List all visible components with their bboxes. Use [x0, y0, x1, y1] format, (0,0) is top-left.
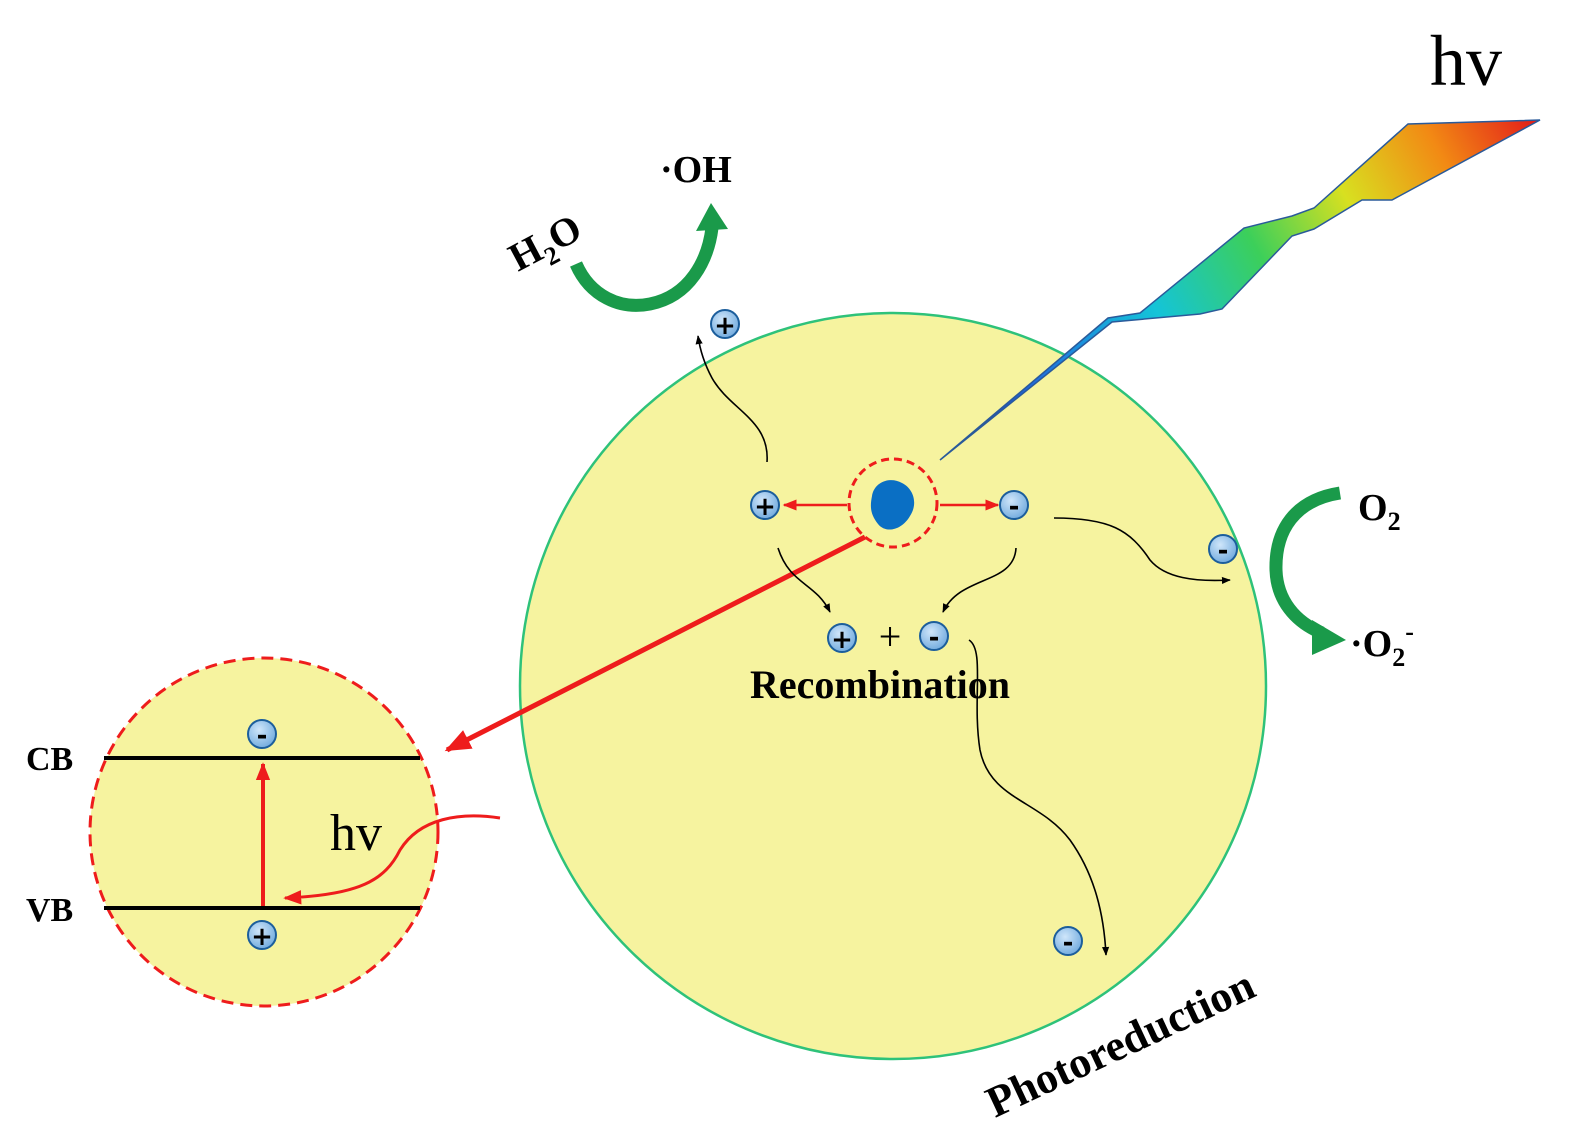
valence-band-label: VB: [26, 892, 73, 929]
conduction-band-label: CB: [26, 741, 73, 778]
magnify-arrow: [444, 534, 867, 753]
hole-symbol: +: [754, 492, 776, 522]
semiconductor-core-blob: [870, 480, 915, 530]
light-label: hv: [1430, 21, 1502, 101]
water-oxidation-arrowhead: [696, 203, 728, 231]
lightning-beam-icon: [939, 119, 1541, 461]
photoreduction-path-arrow: [968, 639, 1110, 956]
hole-symbol: +: [831, 625, 853, 655]
oxygen-label: O2: [1358, 487, 1401, 536]
water-oxidation-arrow: [570, 227, 719, 312]
recombination-label: Recombination: [750, 662, 1010, 707]
inset-photon-arrow: [283, 814, 501, 905]
inset-light-label: hv: [330, 805, 382, 862]
electron-to-surface-arrow: [1053, 517, 1231, 585]
photocatalyst-particle: [518, 311, 1268, 1061]
hole-symbol: +: [714, 311, 736, 341]
hole-plus-icon: +: [247, 920, 277, 952]
hole-plus-icon: +: [827, 623, 857, 655]
band-diagram-inset: CB VB hv - +: [26, 656, 501, 1008]
electron-minus-icon: -: [1053, 926, 1083, 958]
electron-minus-icon: -: [1208, 534, 1238, 566]
electron-symbol: -: [929, 623, 940, 653]
hole-plus-icon: +: [710, 309, 740, 341]
hole-to-surface-arrow: [695, 335, 768, 463]
electron-symbol: -: [1063, 928, 1074, 958]
electron-minus-icon: -: [999, 490, 1029, 522]
hole-plus-icon: +: [750, 490, 780, 522]
electron-to-recombination-arrow: [942, 547, 1017, 613]
electron-symbol: -: [1218, 536, 1229, 566]
recombination-plus: +: [879, 614, 902, 659]
superoxide-label: ·O2-: [1350, 617, 1414, 672]
electron-minus-icon: -: [247, 719, 277, 751]
electron-symbol: -: [257, 721, 268, 751]
electron-symbol: -: [1009, 492, 1020, 522]
electron-minus-icon: -: [919, 621, 949, 653]
hole-to-recombination-arrow: [777, 547, 831, 613]
hydroxyl-label: ·OH: [660, 149, 732, 191]
oxygen-reduction-arrowhead: [1312, 620, 1346, 655]
hole-symbol: +: [251, 922, 273, 952]
oxygen-reduction-arrow: [1269, 486, 1342, 640]
